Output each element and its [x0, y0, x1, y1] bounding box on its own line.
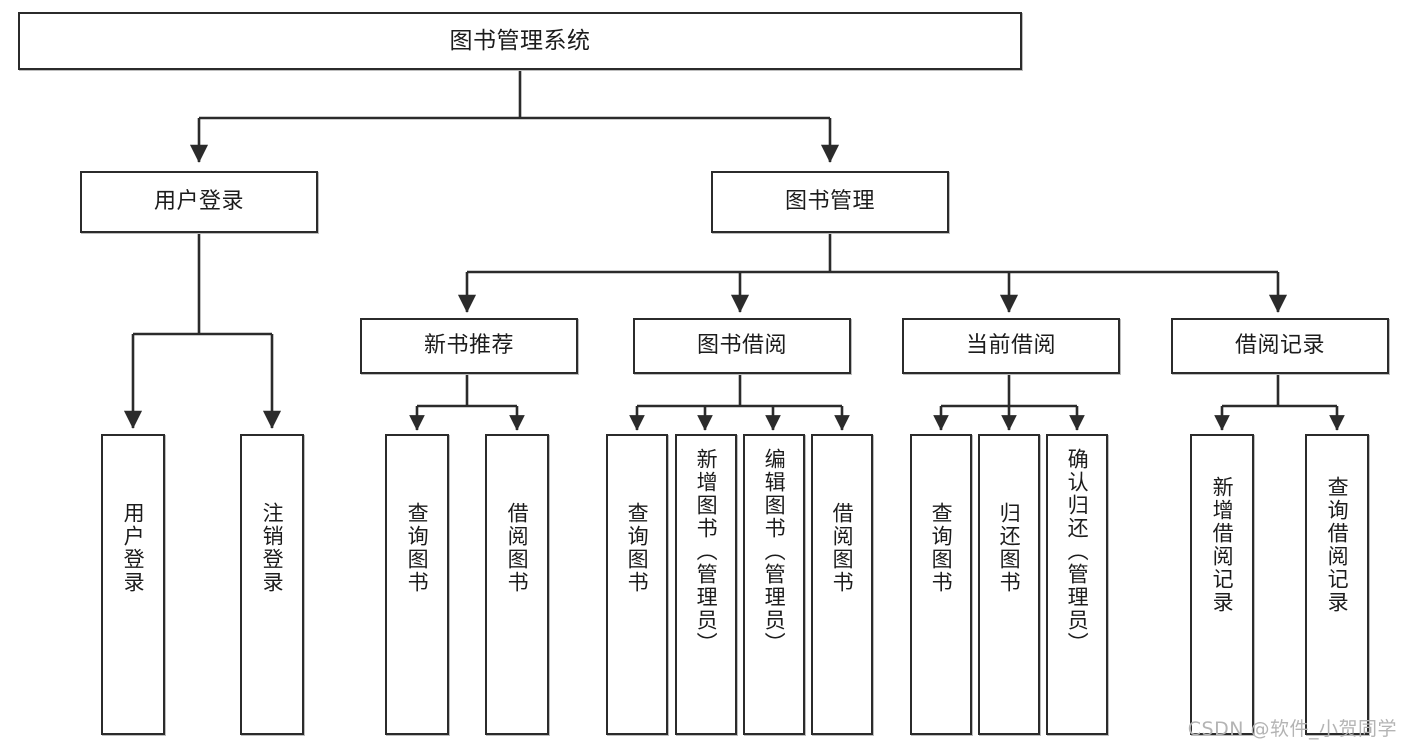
node-label: 用户登录 [121, 502, 146, 594]
leaf-user-logout[interactable]: 注销登录 [240, 434, 304, 735]
node-label: 借阅记录 [1234, 333, 1325, 359]
node-label: 注销登录 [260, 502, 285, 594]
node-label: 当前借阅 [965, 333, 1056, 359]
node-user-login[interactable]: 用户登录 [80, 171, 318, 233]
leaf-add-borrow-record[interactable]: 新增借阅记录 [1190, 434, 1254, 735]
node-new-book-recommend[interactable]: 新书推荐 [360, 318, 578, 374]
node-current-borrow[interactable]: 当前借阅 [902, 318, 1120, 374]
node-label: 借阅图书 [505, 502, 530, 594]
node-label: 查询图书 [929, 502, 954, 594]
node-label: 确认归还（管理员） [1065, 448, 1090, 655]
leaf-query-book-borrow[interactable]: 查询图书 [606, 434, 668, 735]
node-label: 编辑图书（管理员） [762, 448, 787, 655]
leaf-query-book-recommend[interactable]: 查询图书 [385, 434, 449, 735]
leaf-borrow-book-borrow[interactable]: 借阅图书 [811, 434, 873, 735]
leaf-query-book-current[interactable]: 查询图书 [910, 434, 972, 735]
node-label: 新书推荐 [423, 333, 514, 359]
node-label: 新增借阅记录 [1210, 476, 1235, 614]
leaf-borrow-book-recommend[interactable]: 借阅图书 [485, 434, 549, 735]
leaf-edit-book-admin[interactable]: 编辑图书（管理员） [743, 434, 805, 735]
leaf-return-book[interactable]: 归还图书 [978, 434, 1040, 735]
node-label: 图书管理系统 [449, 27, 591, 54]
node-label: 图书借阅 [696, 333, 787, 359]
leaf-confirm-return-admin[interactable]: 确认归还（管理员） [1046, 434, 1108, 735]
node-label: 用户登录 [153, 189, 244, 215]
node-label: 新增图书（管理员） [694, 448, 719, 655]
watermark-text: CSDN @软件_小贺同学 [1187, 718, 1397, 740]
leaf-add-book-admin[interactable]: 新增图书（管理员） [675, 434, 737, 735]
node-label: 查询图书 [405, 502, 430, 594]
node-borrow-record[interactable]: 借阅记录 [1171, 318, 1389, 374]
node-label: 查询借阅记录 [1325, 476, 1350, 614]
node-label: 图书管理 [784, 189, 875, 215]
node-root-system[interactable]: 图书管理系统 [18, 12, 1022, 70]
leaf-query-borrow-record[interactable]: 查询借阅记录 [1305, 434, 1369, 735]
node-book-management[interactable]: 图书管理 [711, 171, 949, 233]
leaf-user-login[interactable]: 用户登录 [101, 434, 165, 735]
node-label: 借阅图书 [830, 502, 855, 594]
node-label: 查询图书 [625, 502, 650, 594]
node-book-borrow[interactable]: 图书借阅 [633, 318, 851, 374]
node-label: 归还图书 [997, 502, 1022, 594]
